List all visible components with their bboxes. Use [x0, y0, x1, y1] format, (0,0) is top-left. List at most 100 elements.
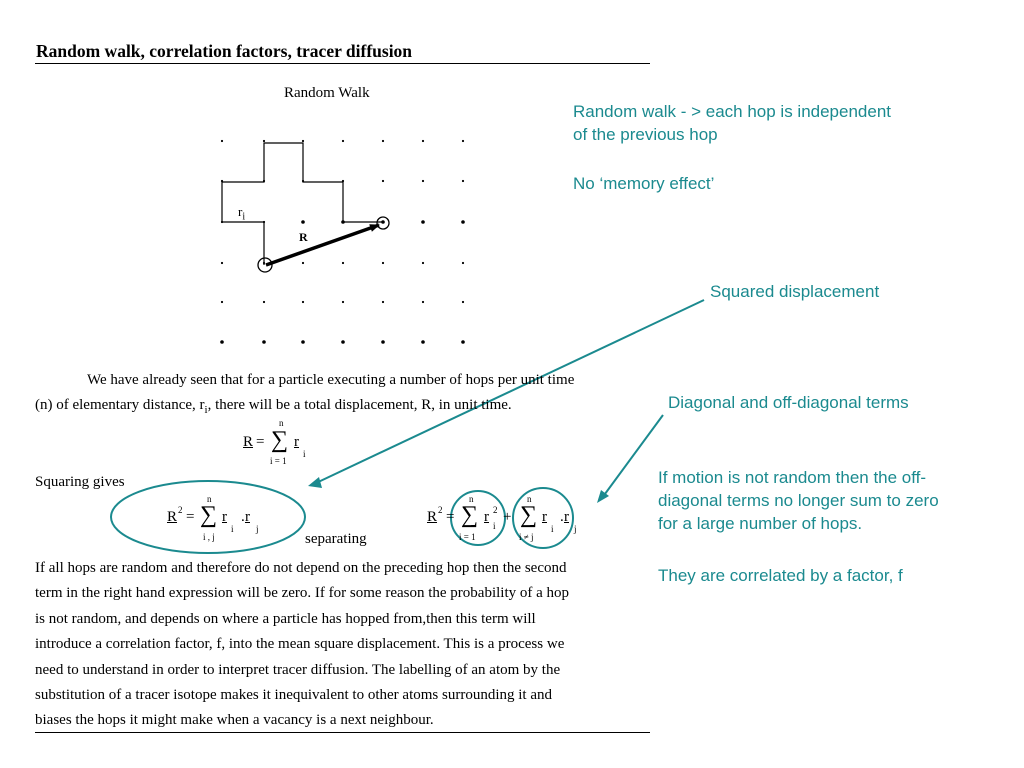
squared-displacement-arrowhead: [308, 477, 322, 488]
end-site-circle: [376, 216, 390, 230]
eq1-sum-symbol: ∑: [271, 427, 289, 453]
eq1-upper-limit: n: [279, 418, 284, 428]
eq2-term-r2-subscript: j: [256, 524, 259, 534]
lattice-dot: [421, 340, 425, 344]
eq2-upper-limit: n: [207, 494, 212, 504]
eq3-lhs: R: [427, 509, 438, 525]
walk-path: [221, 142, 383, 265]
eq2-term-r1-subscript: i: [231, 524, 234, 534]
lattice-dot: [381, 179, 385, 183]
lattice-dot: [262, 300, 266, 304]
eq3-term-r2: r: [542, 509, 547, 525]
lattice-dot: [301, 139, 305, 143]
random-walk-note-line2: of the previous hop: [573, 125, 718, 144]
lattice-dot: [341, 139, 345, 143]
offdiagonal-term-circle: [512, 487, 574, 549]
eq3-term-r1-subscript: i: [493, 521, 496, 531]
intro-line-2-start: (n) of elementary distance, r: [35, 397, 205, 413]
separating-label: separating: [305, 531, 367, 547]
eq2-term-r2: r: [245, 509, 250, 525]
nonrandom-note-line1: If motion is not random then the off-: [658, 468, 927, 487]
eq2-term-r1: r: [222, 509, 227, 525]
lattice-dot: [381, 139, 385, 143]
lattice-dot: [461, 179, 465, 183]
eq2-lhs-superscript: 2: [178, 505, 183, 515]
random-walk-note: Random walk - > each hop is independent …: [573, 100, 891, 146]
hop-vector-label: ri: [238, 204, 245, 223]
lattice-dot: [262, 340, 266, 344]
bottom-rule: [35, 732, 650, 733]
nonrandom-note: If motion is not random then the off- di…: [658, 466, 939, 535]
title-underline: [35, 63, 650, 64]
lattice-dot: [220, 139, 224, 143]
paragraph-line: substitution of a tracer isotope makes i…: [35, 687, 552, 704]
squaring-gives-label: Squaring gives: [35, 474, 125, 490]
paragraph-line: is not random, and depends on where a pa…: [35, 610, 536, 627]
eq2-highlight-ellipse: [110, 480, 306, 554]
eq3-term-r1-superscript: 2: [493, 505, 498, 515]
no-memory-note: No ‘memory effect’: [573, 174, 715, 193]
lattice-dot: [421, 179, 425, 183]
eq3-term-r1: r: [484, 509, 489, 525]
eq3-plus: +: [503, 509, 512, 525]
lattice-dot: [220, 300, 224, 304]
squared-displacement-arrow: [313, 299, 705, 485]
eq2-dot: .: [241, 509, 245, 525]
diagonal-term-circle: [450, 490, 506, 546]
page-title: Random walk, correlation factors, tracer…: [36, 41, 413, 61]
eq3-sum2-symbol: ∑: [520, 502, 538, 528]
hop-vector-subscript: i: [242, 211, 246, 223]
lattice-dot: [301, 220, 305, 224]
nonrandom-note-line2: diagonal terms no longer sum to zero: [658, 491, 939, 510]
lattice-dot: [421, 220, 425, 224]
intro-line-1: We have already seen that for a particle…: [87, 372, 575, 388]
displacement-vector-label: R: [299, 230, 308, 244]
eq3-sum2-lower-limit: i ≠ j: [519, 532, 534, 542]
lattice-dot: [421, 139, 425, 143]
eq2-lhs: R: [167, 509, 178, 525]
lattice-dot: [461, 300, 465, 304]
hop-vector-letter: r: [238, 204, 243, 219]
eq2-equals: =: [186, 509, 195, 525]
displacement-vector-arrow: [265, 223, 380, 267]
eq1-term: r: [294, 434, 299, 450]
lattice-dot: [262, 139, 266, 143]
eq3-term-r3: r: [564, 509, 569, 525]
intro-line-2: (n) of elementary distance, ri, there wi…: [35, 397, 512, 416]
eq3-sum1-lower-limit: i = 1: [459, 532, 476, 542]
eq2-lower-limit: i , j: [203, 532, 215, 542]
paragraph-line: biases the hops it might make when a vac…: [35, 712, 434, 729]
eq3-term-r2-subscript: i: [551, 524, 554, 534]
intro-line-2-end: , there will be a total displacement, R,…: [207, 397, 512, 413]
lattice-dot: [341, 261, 345, 265]
start-site-circle: [257, 257, 273, 273]
lattice-dot: [301, 340, 305, 344]
eq3-equals: =: [446, 509, 455, 525]
lattice-dot: [461, 139, 465, 143]
eq3-dot: .: [560, 509, 564, 525]
figure-title: Random Walk: [284, 85, 370, 101]
paragraph-line: need to understand in order to interpret…: [35, 661, 561, 678]
paragraph-line: If all hops are random and therefore do …: [35, 560, 567, 576]
lattice-dot: [301, 261, 305, 265]
lattice-dot: [421, 300, 425, 304]
paragraph-line: term in the right hand expression will b…: [35, 585, 570, 602]
lattice-dot: [381, 300, 385, 304]
nonrandom-note-line3: for a large number of hops.: [658, 514, 863, 533]
lattice-dot: [381, 261, 385, 265]
lattice-dot: [461, 340, 465, 344]
lattice-dot: [301, 300, 305, 304]
diagonal-terms-arrow: [601, 414, 664, 499]
lattice-dot: [220, 261, 224, 265]
diagonal-terms-arrowhead: [597, 490, 609, 503]
random-walk-note-line1: Random walk - > each hop is independent: [573, 102, 892, 121]
correlated-note: They are correlated by a factor, f: [658, 566, 903, 585]
eq3-sum1-upper-limit: n: [469, 494, 474, 504]
eq3-sum2-upper-limit: n: [527, 494, 532, 504]
lattice-dot: [461, 261, 465, 265]
lattice-dots: [220, 139, 465, 344]
explanation-paragraph: If all hops are random and therefore do …: [35, 556, 655, 734]
lattice-dot: [421, 261, 425, 265]
paragraph-line: introduce a correlation factor, f, into …: [35, 636, 565, 653]
eq3-sum1-symbol: ∑: [461, 502, 479, 528]
